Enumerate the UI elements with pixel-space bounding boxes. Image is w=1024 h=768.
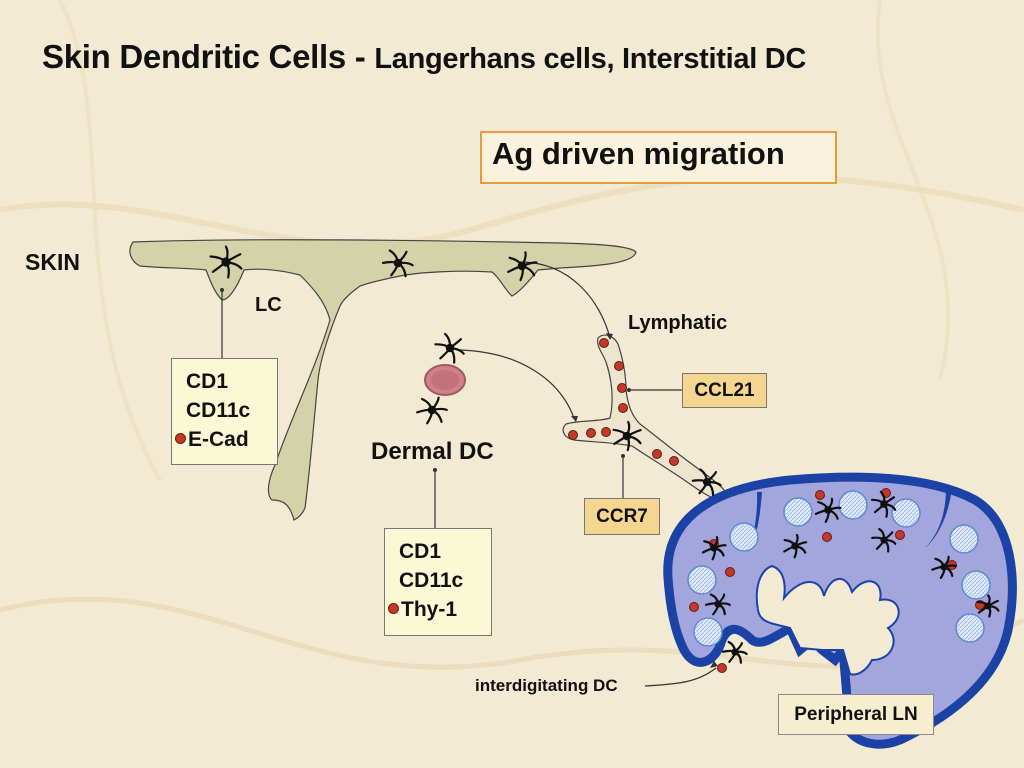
ccl21-label: CCL21	[694, 380, 755, 401]
dot-icon	[388, 602, 399, 614]
peripheral-ln-label: Peripheral LN	[794, 704, 918, 725]
ccl21-box: CCL21	[682, 373, 767, 408]
dendritic-cell-icon	[814, 497, 842, 523]
page-title: Skin Dendritic Cells - Langerhans cells,…	[42, 38, 806, 76]
marker-cd11c: CD11c	[186, 399, 251, 422]
follicles	[687, 490, 991, 647]
marker-thy1: Thy-1	[388, 595, 491, 624]
interdigitating-arrow	[644, 667, 717, 687]
dendritic-cell-icon	[783, 533, 808, 559]
peripheral-ln-box: Peripheral LN	[778, 694, 934, 735]
lc-migration-arrow	[519, 261, 611, 339]
marker-ecad: E-Cad	[175, 425, 277, 454]
dermal-migration-arrow	[459, 349, 575, 419]
dendritic-cell-icon	[721, 640, 748, 664]
antigen-dots	[568, 338, 985, 673]
dendritic-cell-icon	[209, 245, 243, 279]
title-sub: Langerhans cells, Interstitial DC	[374, 43, 807, 75]
dendritic-cells	[209, 245, 1000, 664]
dermal-marker-box: CD1 CD11c Thy-1	[384, 528, 492, 636]
marker-cd11c: CD11c	[399, 569, 464, 592]
marker-cd1: CD1	[399, 540, 442, 563]
skin-label: SKIN	[25, 249, 80, 275]
title-main: Skin Dendritic Cells -	[42, 38, 375, 75]
dendritic-cell-icon	[701, 536, 727, 561]
dendritic-cell-icon	[976, 594, 1000, 618]
header-box-label: Ag driven migration	[492, 136, 785, 171]
dendritic-cell-icon	[931, 555, 957, 579]
ccr7-label: CCR7	[596, 506, 648, 527]
dendritic-cell-icon	[704, 593, 731, 616]
dendritic-cell-icon	[612, 420, 642, 452]
lc-marker-box: CD1 CD11c E-Cad	[171, 358, 278, 465]
ccr7-box: CCR7	[584, 498, 660, 535]
dendritic-cell-icon	[416, 396, 448, 425]
header-box: Ag driven migration	[480, 131, 837, 184]
lc-label: LC	[255, 294, 282, 316]
dermal-dc-label: Dermal DC	[371, 438, 494, 465]
dendritic-cell-icon	[381, 249, 414, 278]
dendritic-cell-icon	[434, 332, 465, 364]
dot-icon	[175, 432, 186, 444]
interdigitating-dc-label: interdigitating DC	[475, 676, 618, 695]
dendritic-cell-icon	[870, 490, 897, 518]
skin-tissue	[129, 239, 637, 521]
dendritic-cell-icon	[871, 527, 897, 553]
lymphatic-label: Lymphatic	[628, 312, 728, 334]
marker-cd1: CD1	[186, 370, 229, 393]
dendritic-cell-icon	[507, 251, 538, 282]
dendritic-cell-icon	[691, 468, 722, 497]
